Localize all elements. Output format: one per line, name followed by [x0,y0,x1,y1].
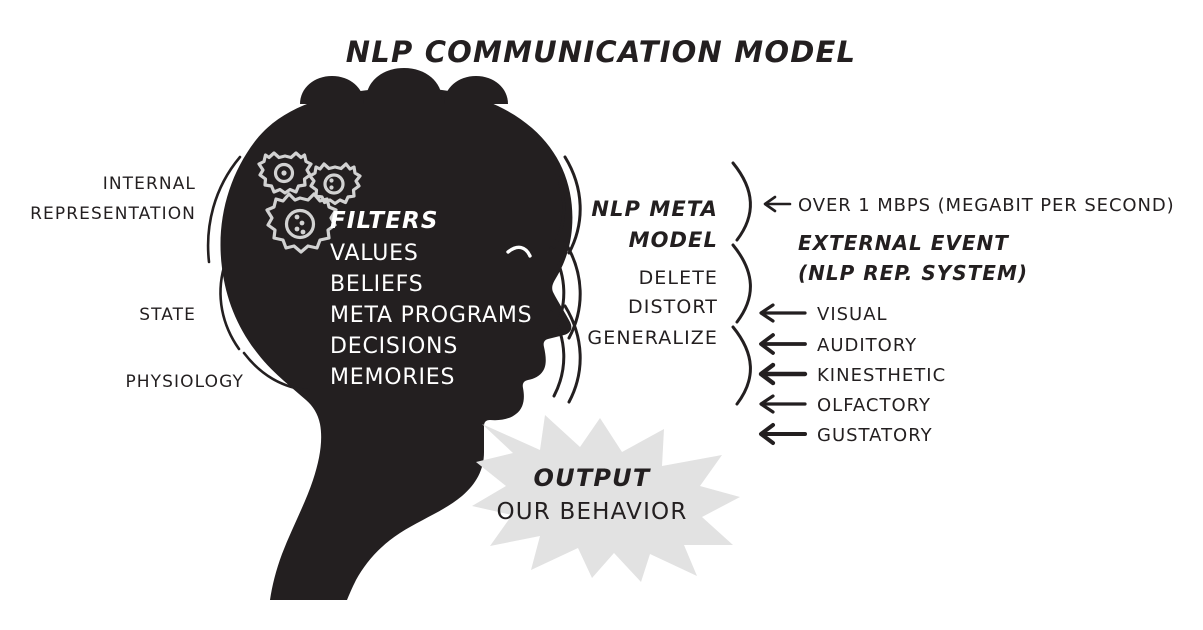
filter-item-values: VALUES [330,241,419,266]
filters-heading: FILTERS [330,208,439,234]
right-brace-arcs [731,161,752,406]
left-arrow-icon-gustatory [759,423,807,445]
left-arrow-icon-auditory [759,333,807,355]
meta-model-heading-line1: NLP META [591,197,718,221]
modality-kinesthetic: KINESTHETIC [817,365,946,386]
page-title: NLP COMMUNICATION MODEL [346,35,856,69]
filter-item-meta-programs: META PROGRAMS [330,303,532,328]
meta-model-item-generalize: GENERALIZE [587,327,718,349]
left-arrow-icon-olfactory [759,394,807,414]
label-internal: INTERNAL [103,174,196,194]
output-heading: OUTPUT [534,464,651,492]
external-event-line2: (NLP REP. SYSTEM) [798,261,1028,285]
meta-model-item-delete: DELETE [639,267,718,289]
bandwidth-label: OVER 1 MBPS (MEGABIT PER SECOND) [798,195,1175,216]
left-arrow-icon-visual [759,303,807,323]
three-gears-icon [257,151,362,254]
brace-internal-representation [206,155,242,264]
sound-wave-icon [549,155,582,404]
brace-physiology [242,351,310,392]
meta-model-item-distort: DISTORT [628,296,718,318]
modality-auditory: AUDITORY [817,335,917,356]
brace-meta-model [731,161,752,242]
meta-model-heading-line2: MODEL [629,228,718,252]
label-state: STATE [139,305,196,325]
modality-gustatory: GUSTATORY [817,425,933,446]
label-representation: REPRESENTATION [30,204,196,224]
filter-item-memories: MEMORIES [330,365,455,390]
starburst-icon [472,415,740,582]
left-brace-arcs [206,155,310,392]
filter-item-decisions: DECISIONS [330,334,458,359]
modality-olfactory: OLFACTORY [817,395,931,416]
head-silhouette-icon [220,68,573,600]
left-arrow-icon-kinesthetic [758,362,808,386]
right-arrows [758,195,808,445]
output-subtitle: OUR BEHAVIOR [496,499,687,525]
external-event-line1: EXTERNAL EVENT [798,231,1009,255]
filter-item-beliefs: BELIEFS [330,272,423,297]
brace-modalities [731,325,752,406]
modality-visual: VISUAL [817,304,888,325]
label-physiology: PHYSIOLOGY [125,372,244,392]
brace-state [219,265,241,351]
brace-external-event [731,243,752,324]
left-arrow-icon-bandwidth [763,195,792,213]
